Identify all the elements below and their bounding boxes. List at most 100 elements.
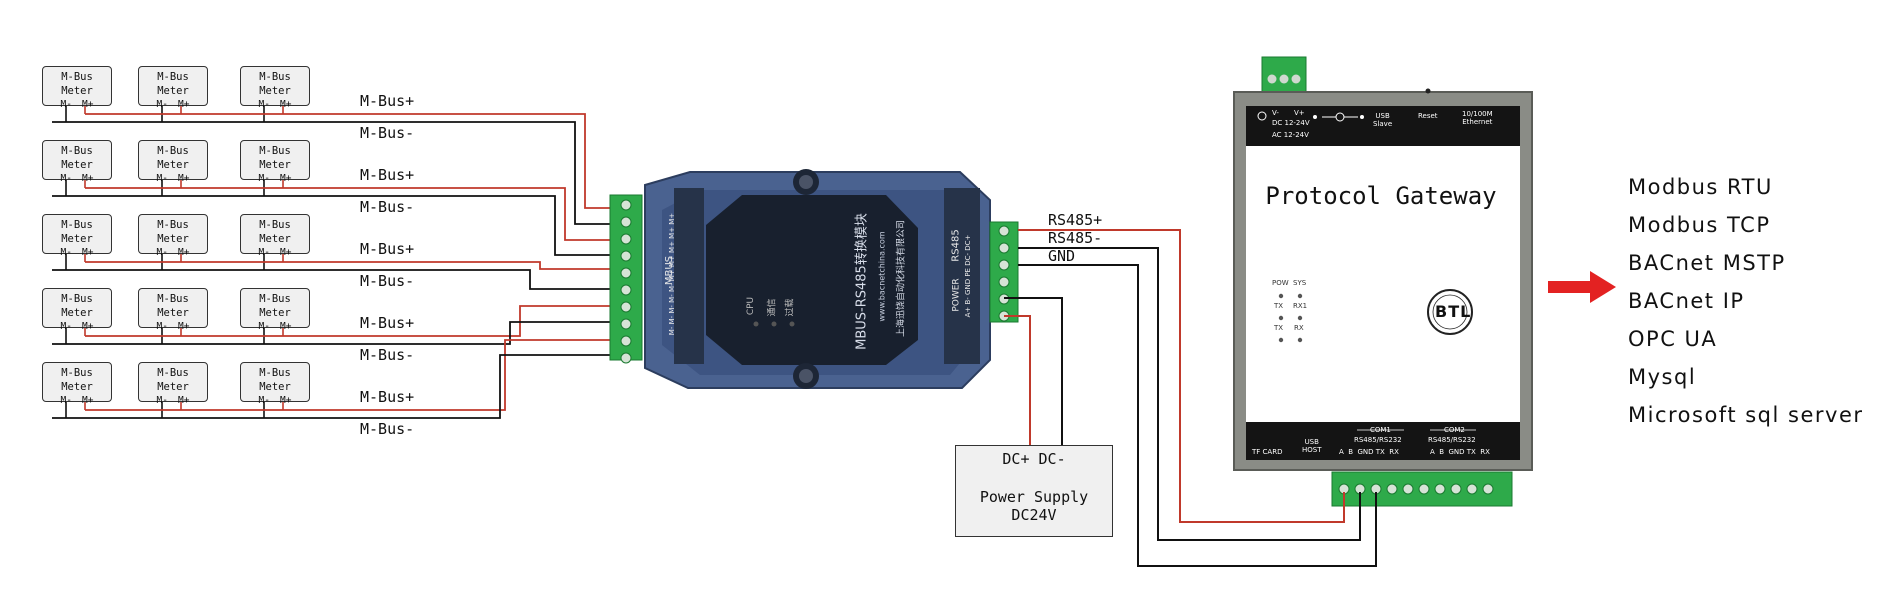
meter-title: M-Bus Meter xyxy=(259,71,291,97)
gw-rs2-label: RS485/RS232 xyxy=(1428,436,1476,444)
module-brand-text: MBUS-RS485转换模块 xyxy=(854,213,870,350)
output-arrow xyxy=(1548,271,1616,303)
mbus-minus-label: M-Bus- xyxy=(360,198,415,216)
mbus-plus-label: M-Bus+ xyxy=(360,240,415,258)
mbus-terminal-block xyxy=(609,194,643,364)
terminal-screw xyxy=(620,216,632,228)
meter-minus-terminal: M- xyxy=(156,247,168,258)
gw-dc-label: DC 12-24V xyxy=(1272,119,1310,127)
meter-terminals: M- M+ xyxy=(43,172,111,186)
protocol-item: OPC UA xyxy=(1628,327,1718,351)
meter-title: M-Bus Meter xyxy=(157,71,189,97)
meter-wires xyxy=(52,106,610,419)
terminal-screw xyxy=(1482,483,1494,495)
gw-com1-label: COM1 xyxy=(1370,426,1391,434)
meter-plus-terminal: M+ xyxy=(280,173,292,184)
module-power-label: POWER xyxy=(951,278,962,312)
mbus-plus-label: M-Bus+ xyxy=(360,314,415,332)
meter-plus-terminal: M+ xyxy=(280,247,292,258)
meter-plus-terminal: M+ xyxy=(82,173,94,184)
protocol-gateway xyxy=(1233,56,1533,507)
meter-title: M-Bus Meter xyxy=(61,219,93,245)
meter-title: M-Bus Meter xyxy=(157,145,189,171)
power-supply-voltage: DC24V xyxy=(1011,506,1057,524)
terminal-screw xyxy=(1402,483,1414,495)
meter-terminals: M-M+ xyxy=(139,246,207,260)
module-rs485-pins: A+ B- GND PE DC- DC+ xyxy=(964,234,972,318)
meter-title: M-Bus Meter xyxy=(157,219,189,245)
terminal-screw xyxy=(998,276,1010,288)
meter-minus-terminal: M- xyxy=(258,173,270,184)
module-led-comm: 通信 xyxy=(767,298,778,317)
gw-pins2-label: A B GND TX RX xyxy=(1430,448,1490,456)
terminal-screw xyxy=(1418,483,1430,495)
rs485-terminal-block xyxy=(989,221,1019,323)
gw-led-tx1: TX xyxy=(1274,302,1284,310)
meter-minus-terminal: M- xyxy=(258,99,270,110)
meter-minus-terminal: M- xyxy=(258,247,270,258)
meter-terminals: M-M+ xyxy=(43,246,111,260)
mbus-minus-label: M-Bus- xyxy=(360,124,415,142)
terminal-screw xyxy=(998,242,1010,254)
meter-plus-terminal: M+ xyxy=(280,99,292,110)
gw-ac-label: AC 12-24V xyxy=(1272,131,1309,139)
meter-terminals: M-M+ xyxy=(43,320,111,334)
meter-title: M-Bus Meter xyxy=(259,219,291,245)
gw-vminus-label: V- xyxy=(1272,109,1279,117)
terminal-screw xyxy=(620,267,632,279)
gateway-title: Protocol Gateway xyxy=(1265,182,1497,210)
meter-terminals: M-M+ xyxy=(139,172,207,186)
meter-terminals: M- M+ xyxy=(241,172,309,186)
gnd-label: GND xyxy=(1048,247,1076,265)
meter-title: M-Bus Meter xyxy=(61,293,93,319)
meter-title: M-Bus Meter xyxy=(61,71,93,97)
power-supply-terminals: DC+ DC- xyxy=(1002,450,1066,468)
meter-minus-terminal: M- xyxy=(60,247,72,258)
meter-title: M-Bus Meter xyxy=(61,145,93,171)
terminal-screw xyxy=(620,284,632,296)
protocol-item: BACnet MSTP xyxy=(1628,251,1786,275)
protocol-item: Mysql xyxy=(1628,365,1697,389)
mbus-module xyxy=(644,169,991,389)
gw-usb-host-label: USB HOST xyxy=(1302,438,1322,454)
meter-title: M-Bus Meter xyxy=(157,367,189,393)
gw-reset-label: Reset xyxy=(1418,112,1438,120)
meter-minus-terminal: M- xyxy=(60,173,72,184)
meter-minus-terminal: M- xyxy=(156,321,168,332)
module-company-text: 上海迅饶自动化科技有限公司 xyxy=(896,220,907,338)
meter-terminals: M-M+ xyxy=(139,98,207,112)
meter-plus-terminal: M+ xyxy=(280,321,292,332)
terminal-screw xyxy=(620,301,632,313)
meter-terminals: M-M+ xyxy=(139,394,207,408)
gw-led-rx2: RX xyxy=(1294,324,1304,332)
meter-terminals: M- M+ xyxy=(241,98,309,112)
meter-minus-terminal: M- xyxy=(258,395,270,406)
protocol-list: Modbus RTU Modbus TCP BACnet MSTP BACnet… xyxy=(1628,168,1864,434)
module-mbus-pins: M- M- M- M- M- M+ M+ M+ M+ M+ xyxy=(668,212,676,336)
meter-minus-terminal: M- xyxy=(156,395,168,406)
meter-minus-terminal: M- xyxy=(156,99,168,110)
meter-terminals: M-M+ xyxy=(241,394,309,408)
meter-terminals: M- M+ xyxy=(241,246,309,260)
terminal-screw xyxy=(620,199,632,211)
power-wires xyxy=(1004,297,1063,445)
meter-title: M-Bus Meter xyxy=(259,367,291,393)
gw-com2-label: COM2 xyxy=(1444,426,1465,434)
terminal-screw xyxy=(620,233,632,245)
rs485-plus-label: RS485+ xyxy=(1048,211,1103,229)
module-led-overload: 过载 xyxy=(785,298,796,317)
mbus-minus-label: M-Bus- xyxy=(360,420,415,438)
meter-plus-terminal: M+ xyxy=(82,395,94,406)
terminal-screw xyxy=(620,250,632,262)
